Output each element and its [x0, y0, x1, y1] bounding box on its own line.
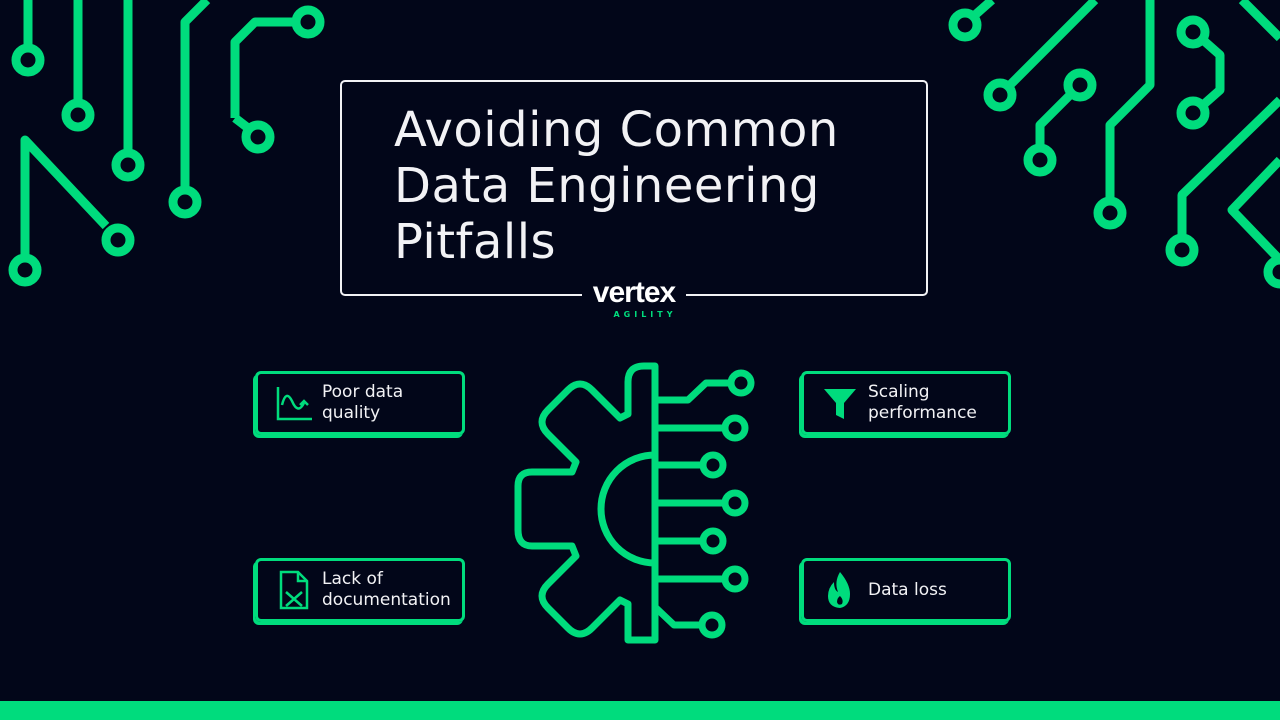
pitfall-label: Data loss — [868, 579, 947, 600]
left-circuit-traces — [8, 0, 325, 287]
pitfall-label: Lack of documentation — [322, 569, 451, 610]
vertex-agility-logo: vertex AGILITY — [582, 276, 686, 319]
wave-chart-icon — [276, 387, 312, 421]
logo-wordmark: vertex — [592, 276, 676, 309]
gear-circuit-icon — [514, 362, 755, 644]
flame-icon — [828, 572, 850, 608]
bottom-accent-bar — [0, 701, 1280, 720]
title-box: Avoiding Common Data Engineering Pitfall… — [340, 80, 928, 296]
logo-subtitle: AGILITY — [613, 310, 677, 319]
pitfall-card-data-loss: Data loss — [801, 558, 1011, 622]
right-circuit-traces — [948, 0, 1280, 289]
document-x-icon — [279, 570, 309, 610]
funnel-icon — [824, 389, 856, 419]
pitfall-card-lack-of-documentation: Lack of documentation — [255, 558, 465, 622]
pitfall-card-scaling-performance: Scaling performance — [801, 371, 1011, 435]
pitfall-label: Poor data quality — [322, 382, 404, 423]
page-title: Avoiding Common Data Engineering Pitfall… — [394, 102, 839, 270]
pitfall-label: Scaling performance — [868, 382, 977, 423]
pitfall-card-poor-data-quality: Poor data quality — [255, 371, 465, 435]
